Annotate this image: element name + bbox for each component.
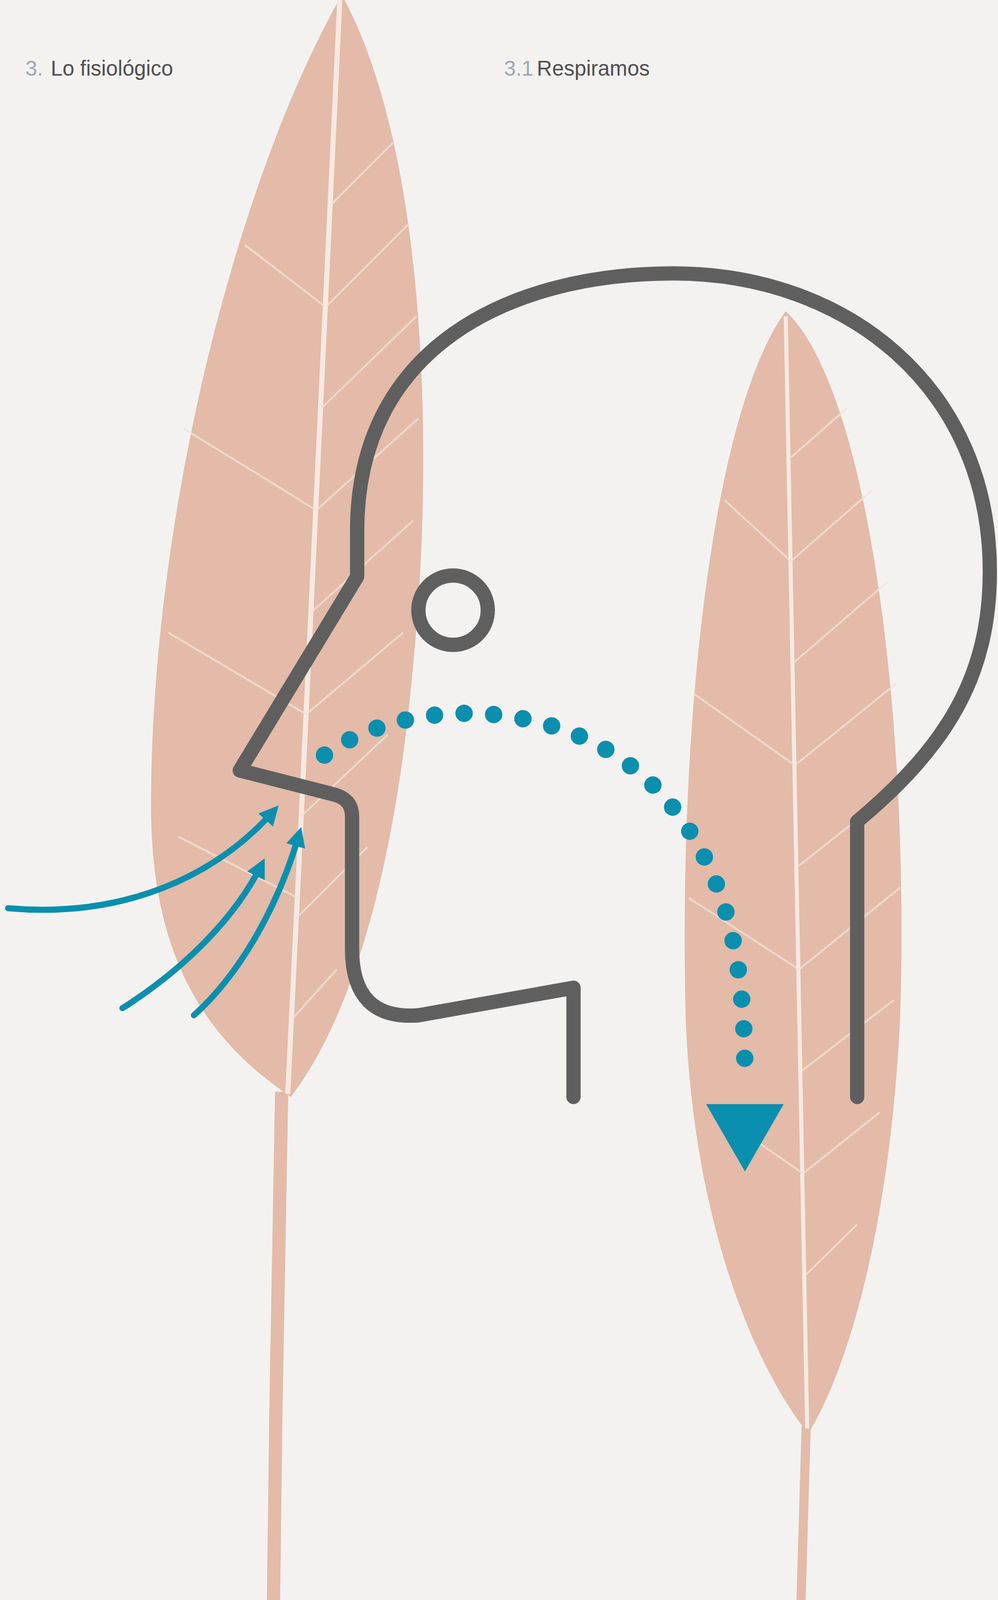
- leaf-blade: [151, 0, 424, 1097]
- leaf-stem: [801, 1425, 807, 1600]
- leaf-stem: [273, 1091, 282, 1600]
- eye: [418, 575, 488, 645]
- air-arrows: [7, 810, 299, 1015]
- air-arrow: [194, 834, 300, 1015]
- leaf-blade: [684, 310, 902, 1433]
- air-arrow: [122, 864, 262, 1008]
- subsection-number: 3.1: [504, 55, 534, 81]
- leaf-midrib: [287, 0, 340, 1094]
- subsection-title: Respiramos: [536, 55, 650, 81]
- head-outline: [239, 273, 990, 1097]
- airflow-dots: [324, 712, 746, 1079]
- air-arrow: [7, 810, 274, 910]
- leaf: [684, 310, 902, 1600]
- leaf-veins: [688, 407, 900, 1275]
- airflow-arrowhead: [706, 1103, 784, 1171]
- leaf-midrib: [785, 316, 808, 1428]
- leaf: [151, 0, 424, 1600]
- section-number: 3.: [25, 55, 43, 81]
- section-title: Lo fisiológico: [50, 55, 173, 81]
- leaf-veins: [168, 142, 419, 1021]
